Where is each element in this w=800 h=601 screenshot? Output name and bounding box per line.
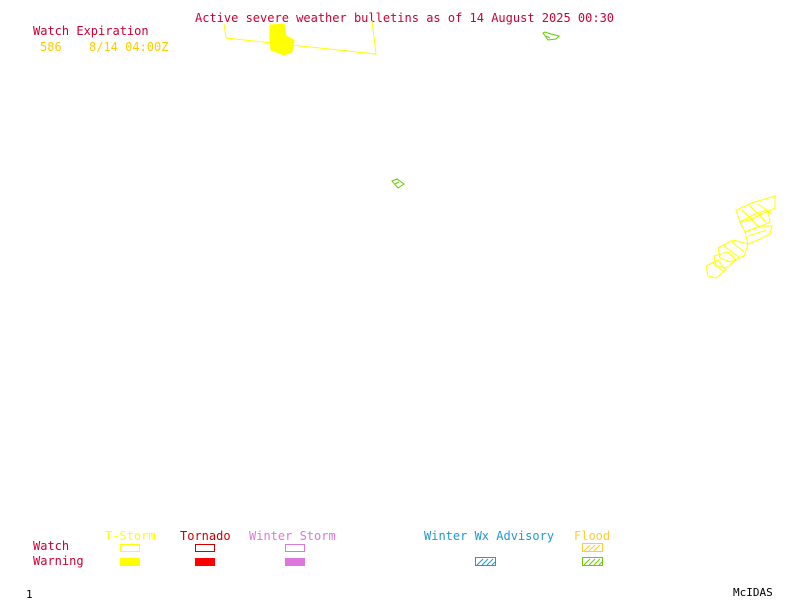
legend-flood-watch-swatch	[582, 543, 603, 552]
legend-winter-storm-label: Winter Storm	[249, 529, 336, 543]
tstorm-warning-area	[269, 23, 295, 56]
legend-tornado-label: Tornado	[180, 529, 231, 543]
software-label: McIDAS	[733, 586, 773, 599]
legend-winter-wx-advisory-swatch	[475, 557, 496, 566]
legend-watch-label: Watch	[33, 539, 70, 553]
legend-tstorm-label: T-Storm	[105, 529, 156, 543]
legend-winter-wx-advisory-label: Winter Wx Advisory	[424, 529, 555, 543]
tstorm-watch-outline	[223, 20, 377, 55]
legend-tornado-watch-swatch	[195, 544, 215, 552]
watch-number: 586	[40, 40, 62, 54]
legend-winter-storm-warning-swatch	[285, 558, 305, 566]
legend-flood-label: Flood	[574, 529, 611, 543]
watch-expiry-time: 8/14 04:00Z	[89, 40, 169, 54]
legend-flood-warning-swatch	[582, 557, 603, 566]
legend-tstorm-warning-swatch	[120, 558, 140, 566]
tstorm-warning-cluster	[705, 195, 776, 279]
legend-tornado-warning-swatch	[195, 558, 215, 566]
legend-warning-label: Warning	[33, 554, 84, 568]
bulletin-title: Active severe weather bulletins as of 14…	[195, 11, 615, 25]
legend-winter-storm-watch-swatch	[285, 544, 305, 552]
legend-tstorm-watch-swatch	[120, 544, 140, 552]
frame-number: 1	[26, 588, 33, 601]
watch-expiration-heading: Watch Expiration	[33, 24, 149, 38]
flood-warning-area	[391, 31, 560, 189]
